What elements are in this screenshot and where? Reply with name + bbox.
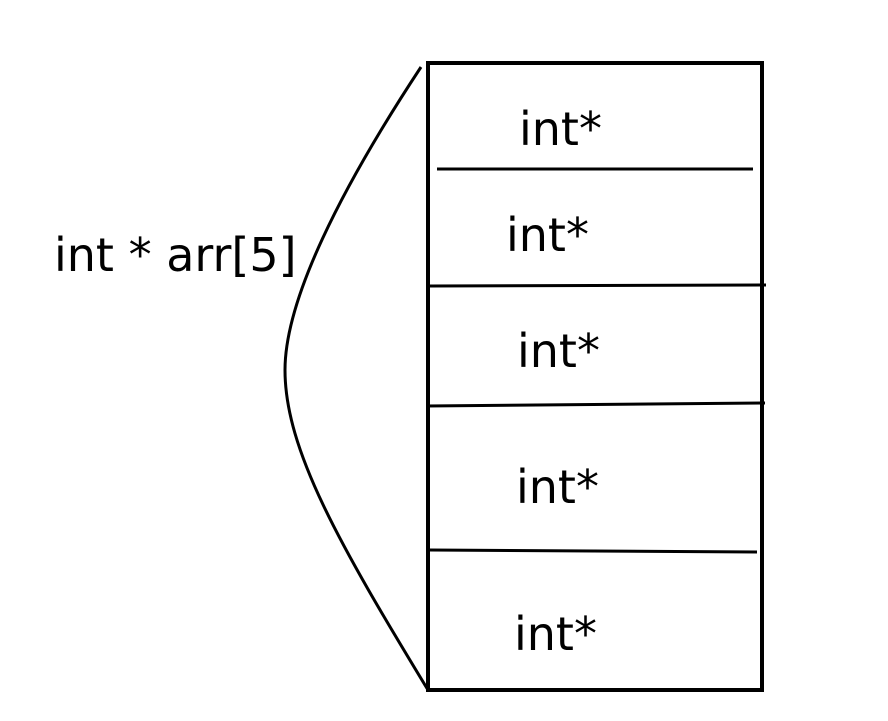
array-cell-label-5: int* [514, 607, 597, 661]
array-cell-label-1: int* [519, 102, 602, 156]
array-declaration-label: int * arr[5] [54, 228, 297, 282]
cell-divider-4 [429, 548, 758, 554]
brace-curve [283, 66, 430, 691]
array-box [426, 61, 764, 692]
cell-divider-3 [425, 401, 766, 408]
array-cell-label-2: int* [506, 208, 589, 262]
cell-divider-2 [429, 283, 767, 288]
array-cell-label-3: int* [517, 324, 600, 378]
array-cell-label-4: int* [516, 460, 599, 514]
